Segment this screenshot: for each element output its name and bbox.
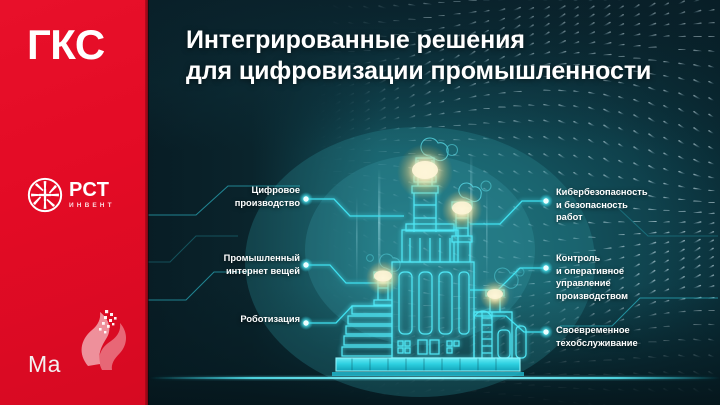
rst-wordmark: РСТ ИНВЕНТ [69,180,115,210]
ma-wordmark: Ma [28,351,61,377]
background-bottom-shade [148,285,720,405]
page-title: Интегрированные решения для цифровизации… [186,25,686,86]
ribbon-flame-icon [68,306,130,377]
ma-logo: Ma [28,306,136,378]
gks-logo: ГКС [27,21,105,68]
brand-panel-edge [145,0,149,405]
diagram-label-maintenance[interactable]: Своевременное техобслуживание [556,325,638,348]
brand-panel: ГКС [0,0,148,405]
headline-line-1: Интегрированные решения [186,26,525,54]
rst-invent-logo: РСТ ИНВЕНТ [26,176,115,214]
diagram-label-cybersecurity[interactable]: Кибербезопасность и безопасность работ [556,187,648,223]
diagram-label-production-control[interactable]: Контроль и оперативное управление произв… [556,253,628,301]
diagram-label-digital-production[interactable]: Цифровое производство [234,185,300,208]
diagram-label-robotization[interactable]: Роботизация [240,314,300,324]
diagram-label-industrial-iot[interactable]: Промышленный интернет вещей [223,253,300,276]
radial-petal-emblem-icon [26,176,64,214]
rst-logo-sub: ИНВЕНТ [69,202,115,210]
headline-line-2: для цифровизации промышленности [186,56,652,85]
rst-logo-main: РСТ [69,179,110,202]
